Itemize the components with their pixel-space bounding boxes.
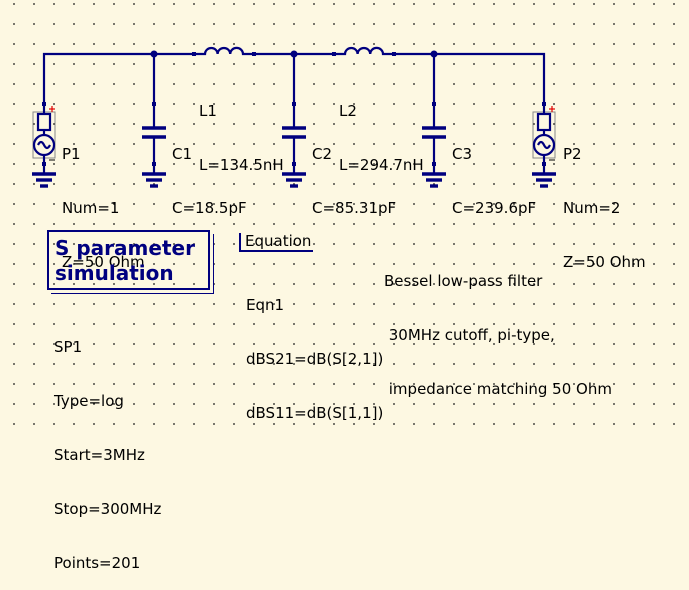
sim-params[interactable]: SP1 Type=log Start=3MHz Stop=300MHz Poin…: [54, 302, 161, 590]
sim-param-type: Type=log: [54, 392, 124, 410]
capacitor-c1-name: C1: [172, 145, 193, 163]
equation-dbs11: dBS11=dB(S[1,1]): [246, 404, 384, 422]
port-p1-name: P1: [62, 145, 81, 163]
capacitor-c1-value: C=18.5pF: [172, 199, 247, 217]
equation-lines[interactable]: Eqn1 dBS21=dB(S[2,1]) dBS11=dB(S[1,1]): [246, 260, 383, 440]
inductor-l2-name: L2: [339, 102, 357, 120]
port-p2-num: Num=2: [563, 199, 621, 217]
wires: [42, 52, 546, 104]
note-line-1: Bessel low-pass filter: [384, 272, 543, 290]
capacitor-c3-name: C3: [452, 145, 473, 163]
note-line-3: impedance matching 50 Ohm: [384, 380, 612, 398]
port-p2-label[interactable]: P2 Num=2 Z=50 Ohm: [563, 109, 646, 289]
wire-p1-to-c1[interactable]: [42, 52, 154, 104]
port-p2-symbol[interactable]: [532, 102, 556, 188]
capacitor-c3-label[interactable]: C3 C=239.6pF: [452, 109, 536, 235]
sim-param-start: Start=3MHz: [54, 446, 145, 464]
inductor-l1-label[interactable]: L1 L=134.5nH: [199, 66, 284, 192]
junction-node-3: [430, 50, 438, 58]
note-line-2: 30MHz cutoff, pi-type,: [384, 326, 555, 344]
junction-node-1: [150, 50, 158, 58]
port-p1-symbol[interactable]: [32, 102, 56, 188]
inductor-l2-symbol[interactable]: [332, 46, 396, 56]
filter-description-note[interactable]: Bessel low-pass filter 30MHz cutoff, pi-…: [384, 236, 612, 416]
schematic-canvas[interactable]: [0, 0, 689, 438]
capacitor-c2-value: C=85.31pF: [312, 199, 397, 217]
sparam-simulation-block[interactable]: S parameter simulation: [47, 230, 210, 290]
inductor-l1-name: L1: [199, 102, 217, 120]
equation-dbs21: dBS21=dB(S[2,1]): [246, 350, 384, 368]
wire-c3-to-p2[interactable]: [434, 52, 546, 104]
capacitor-c1-label[interactable]: C1 C=18.5pF: [172, 109, 247, 235]
port-p2-impedance: Z=50 Ohm: [563, 253, 646, 271]
port-p2-name: P2: [563, 145, 582, 163]
capacitor-c2-label[interactable]: C2 C=85.31pF: [312, 109, 396, 235]
capacitor-c2-symbol[interactable]: [282, 102, 306, 188]
capacitor-c3-symbol[interactable]: [422, 102, 446, 188]
equation-title: Equation: [245, 232, 312, 250]
sim-param-points: Points=201: [54, 554, 141, 572]
sim-param-stop: Stop=300MHz: [54, 500, 162, 518]
schematic-drawing: [32, 46, 556, 188]
inductor-l2-label[interactable]: L2 L=294.7nH: [339, 66, 424, 192]
capacitor-c2-name: C2: [312, 145, 333, 163]
port-p1-impedance: Z=50 Ohm: [62, 253, 145, 271]
capacitor-c1-symbol[interactable]: [142, 102, 166, 188]
sim-param-name: SP1: [54, 338, 83, 356]
inductor-l1-value: L=134.5nH: [199, 156, 284, 174]
equation-name: Eqn1: [246, 296, 285, 314]
capacitor-c3-value: C=239.6pF: [452, 199, 537, 217]
sim-title-line-2: simulation: [55, 261, 174, 285]
port-p1-label[interactable]: P1 Num=1 Z=50 Ohm: [62, 109, 145, 289]
junction-node-2: [290, 50, 298, 58]
inductor-l2-value: L=294.7nH: [339, 156, 424, 174]
equation-block-header[interactable]: Equation: [239, 232, 314, 252]
port-p1-num: Num=1: [62, 199, 120, 217]
sim-title-line-1: S parameter: [55, 236, 195, 260]
inductor-l1-symbol[interactable]: [192, 46, 256, 56]
